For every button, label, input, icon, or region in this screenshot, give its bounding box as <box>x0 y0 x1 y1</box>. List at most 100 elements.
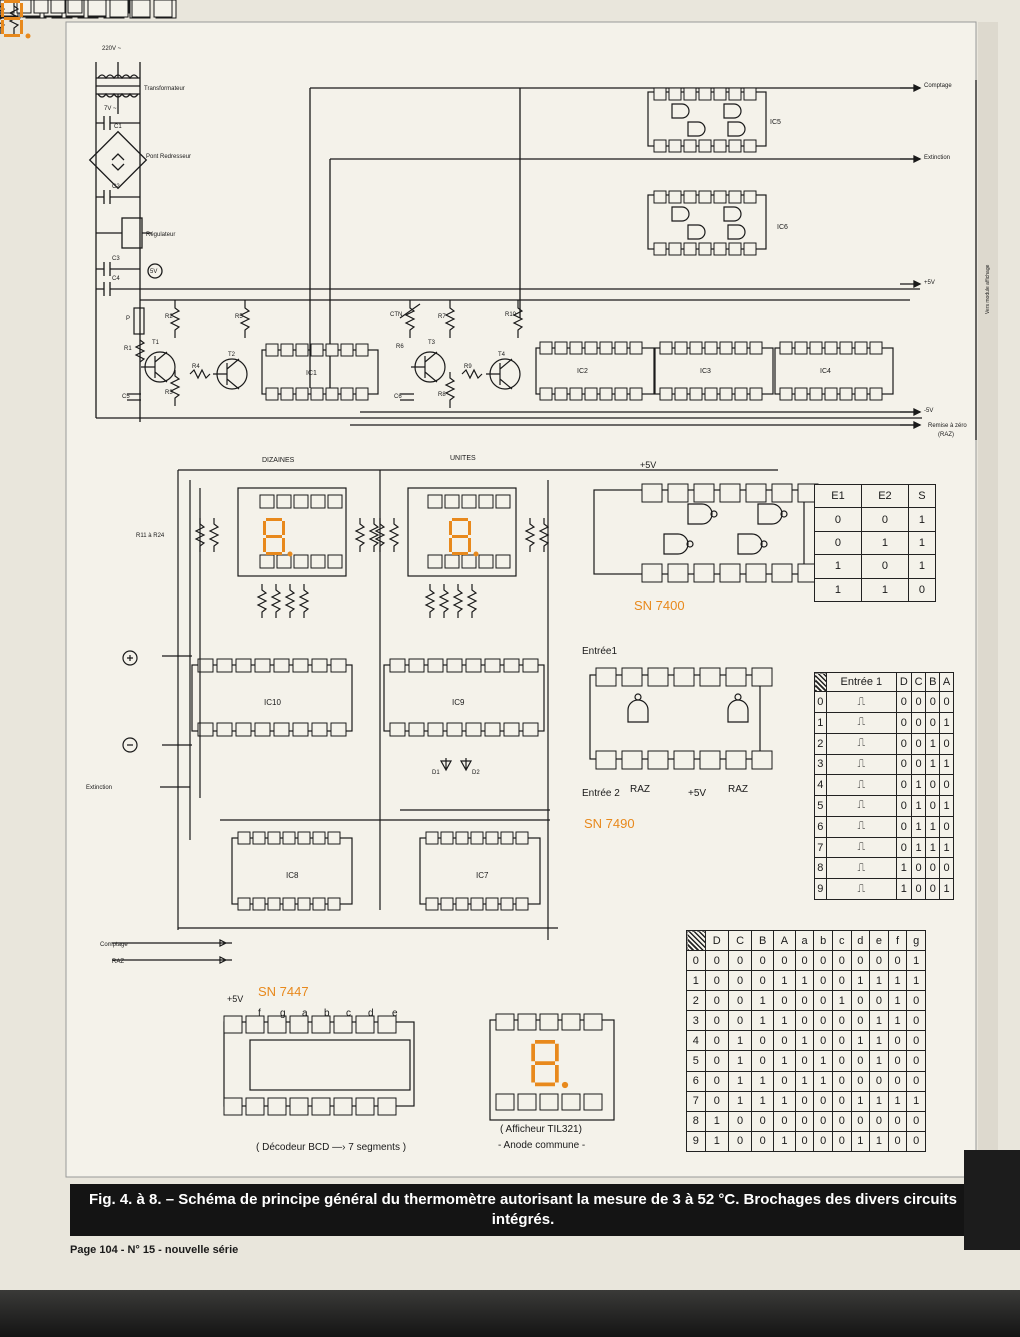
table-cell: 0 <box>850 950 871 972</box>
table-cell: 0 <box>906 1070 926 1092</box>
table-cell: 0 <box>850 1010 871 1032</box>
table-cell: 0 <box>704 1030 729 1052</box>
table-cell: 1 <box>751 1090 775 1112</box>
table-cell: 1 <box>850 1090 871 1112</box>
table-cell: 0 <box>751 1110 775 1132</box>
table-cell: 1 <box>869 1090 889 1112</box>
table-cell: 0 <box>869 990 889 1012</box>
table-cell: 1 <box>869 1130 889 1153</box>
label-regulateur: Régulateur <box>146 232 175 238</box>
label-r9: R9 <box>464 364 472 370</box>
seg-c: c <box>346 1008 351 1019</box>
table-header-cell: D <box>704 929 729 952</box>
label-ic2: IC2 <box>577 368 588 375</box>
label-comptage: Comptage <box>924 83 952 89</box>
label-ic7: IC7 <box>476 871 489 880</box>
table-cell: 7 <box>814 836 827 859</box>
figure-caption: Fig. 4. à 8. – Schéma de principe généra… <box>70 1184 976 1236</box>
table-cell: 9 <box>814 878 827 900</box>
label-ic9: IC9 <box>452 698 465 707</box>
table-cell: 0 <box>910 691 927 714</box>
table-cell: 0 <box>814 530 862 556</box>
label-til321-caption: ( Afficheur TIL321) <box>500 1124 582 1135</box>
label-raz-7490-a: RAZ <box>630 784 650 795</box>
label-7490-supply: +5V <box>688 788 706 799</box>
label-t2: T2 <box>228 352 236 358</box>
table-cell: 0 <box>925 795 941 817</box>
table-cell: 0 <box>831 1130 852 1153</box>
table-header-cell: d <box>850 929 871 952</box>
label-7v: 7V ~ <box>104 106 117 112</box>
table-cell: 0 <box>895 712 912 734</box>
table-cell: 0 <box>773 990 796 1012</box>
table-cell: 5 <box>686 1050 706 1072</box>
table-cell: 0 <box>831 1030 852 1052</box>
table-cell: 1 <box>850 1030 871 1052</box>
table-cell: 0 <box>794 950 815 972</box>
label-transformer: Transformateur <box>144 86 185 92</box>
table-cell: ⎍ <box>825 732 897 755</box>
table-cell: 0 <box>704 950 729 972</box>
table-cell: 0 <box>831 970 852 992</box>
table-cell: 1 <box>906 970 926 992</box>
table-cell: 0 <box>906 990 926 1012</box>
table-cell: 0 <box>910 732 927 755</box>
table-cell: 1 <box>906 950 926 972</box>
table-cell: 0 <box>813 1090 833 1112</box>
seg-f: f <box>258 1008 261 1019</box>
table-header-cell: B <box>751 929 775 952</box>
table-header-cell: e <box>869 929 889 952</box>
table-cell: 0 <box>939 815 954 838</box>
table-cell: 1 <box>773 970 796 992</box>
label-c3: C3 <box>112 256 120 262</box>
table-cell: 1 <box>860 530 909 556</box>
table-cell: 1 <box>704 1130 729 1153</box>
table-cell: 1 <box>869 970 889 992</box>
label-entree2: Entrée 2 <box>582 788 620 799</box>
table-cell: 1 <box>939 878 954 900</box>
table-cell: 8 <box>686 1110 706 1132</box>
table-cell: 0 <box>751 970 775 992</box>
table-cell: 0 <box>773 950 796 972</box>
table-cell: 0 <box>850 990 871 1012</box>
table-cell: 0 <box>813 990 833 1012</box>
table-cell: 0 <box>794 1130 815 1153</box>
table-cell: 0 <box>813 1030 833 1052</box>
table-cell: 4 <box>814 774 827 797</box>
table-cell: 1 <box>925 753 941 776</box>
table-cell: 0 <box>814 507 862 532</box>
table-cell: 0 <box>895 774 912 797</box>
table-cell: 0 <box>925 712 941 734</box>
label-t3: T3 <box>428 340 436 346</box>
table-cell: 0 <box>939 691 954 714</box>
table-cell: ⎍ <box>825 878 897 900</box>
table-header-cell: a <box>794 929 815 952</box>
table-cell: 0 <box>887 1130 908 1153</box>
table-cell: 1 <box>895 857 912 880</box>
label-r4: R4 <box>192 364 200 370</box>
table-cell: 1 <box>925 732 941 755</box>
table-cell: 0 <box>850 1070 871 1092</box>
pinout-labels: +5V SN 7400 Entrée1 Entrée 2 RAZ +5V RAZ… <box>227 460 748 1153</box>
label-ic1: IC1 <box>306 370 317 377</box>
seven-segment-digits <box>1 0 569 1089</box>
label-t4: T4 <box>498 352 506 358</box>
table-cell: 0 <box>910 753 927 776</box>
label-minus5v: -5V <box>924 408 933 414</box>
table-cell: 0 <box>813 1130 833 1153</box>
table-cell: 0 <box>895 691 912 714</box>
table-cell: 1 <box>869 1010 889 1032</box>
table-cell: 1 <box>887 1010 908 1032</box>
label-entree1: Entrée1 <box>582 646 617 657</box>
table-cell: 1 <box>850 1130 871 1153</box>
